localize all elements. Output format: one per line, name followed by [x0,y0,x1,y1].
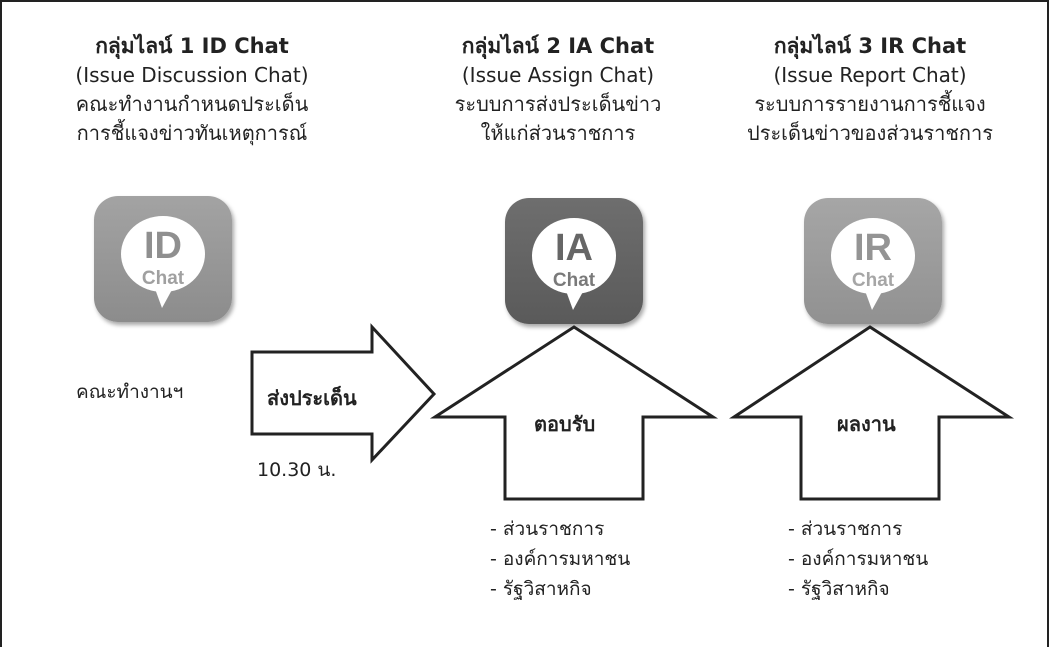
list-item: - องค์การมหาชน [490,548,631,570]
id-chat-icon: ID Chat [94,196,232,322]
list-item: - รัฐวิสาหกิจ [490,578,592,600]
column-description-line: ประเด็นข่าวของส่วนราชการ [747,121,993,145]
column-description-line: ให้แก่ส่วนราชการ [480,121,636,145]
list-item: - ส่วนราชการ [490,518,605,540]
send-arrow-shape [250,323,437,464]
send-time-label: 10.30 น. [257,459,337,481]
column-description-line: การชี้แจงข่าวทันเหตุการณ์ [76,121,308,145]
result-arrow-shape [729,325,1015,501]
team-label: คณะทำงานฯ [76,381,184,403]
column-subtitle: (Issue Assign Chat) [461,63,655,87]
column-subtitle: (Issue Discussion Chat) [75,63,309,87]
column-description-line: ระบบการส่งประเด็นข่าว [454,92,662,116]
icon-word-text: Chat [852,270,895,291]
column-title: กลุ่มไลน์ 1 ID Chat [95,34,289,58]
icon-word-text: Chat [553,270,596,291]
ir-agency-list: - ส่วนราชการ - องค์การมหาชน - รัฐวิสาหกิ… [788,514,928,604]
column-id-chat-header: กลุ่มไลน์ 1 ID Chat (Issue Discussion Ch… [27,32,357,148]
ia-chat-icon: IA Chat [505,198,643,324]
accept-arrow-label: ตอบรับ [534,412,596,436]
accept-arrow-shape [429,325,719,501]
ir-chat-icon: IR Chat [804,198,942,324]
icon-word-text: Chat [142,268,185,289]
icon-abbr-text: IR [854,227,892,269]
send-arrow-label: ส่งประเด็น [267,386,357,410]
list-item: - ส่วนราชการ [788,518,903,540]
result-arrow-label: ผลงาน [837,412,896,436]
list-item: - องค์การมหาชน [788,548,929,570]
column-description-line: คณะทำงานกำหนดประเด็น [75,92,309,116]
column-description-line: ระบบการรายงานการชี้แจง [754,92,986,116]
column-ia-chat-header: กลุ่มไลน์ 2 IA Chat (Issue Assign Chat) … [393,32,723,148]
icon-abbr-text: IA [555,227,593,269]
list-item: - รัฐวิสาหกิจ [788,578,890,600]
icon-abbr-text: ID [144,225,182,267]
column-subtitle: (Issue Report Chat) [773,63,967,87]
column-ir-chat-header: กลุ่มไลน์ 3 IR Chat (Issue Report Chat) … [705,32,1035,148]
column-title: กลุ่มไลน์ 2 IA Chat [461,34,655,58]
ia-agency-list: - ส่วนราชการ - องค์การมหาชน - รัฐวิสาหกิ… [490,514,630,604]
column-title: กลุ่มไลน์ 3 IR Chat [773,34,967,58]
